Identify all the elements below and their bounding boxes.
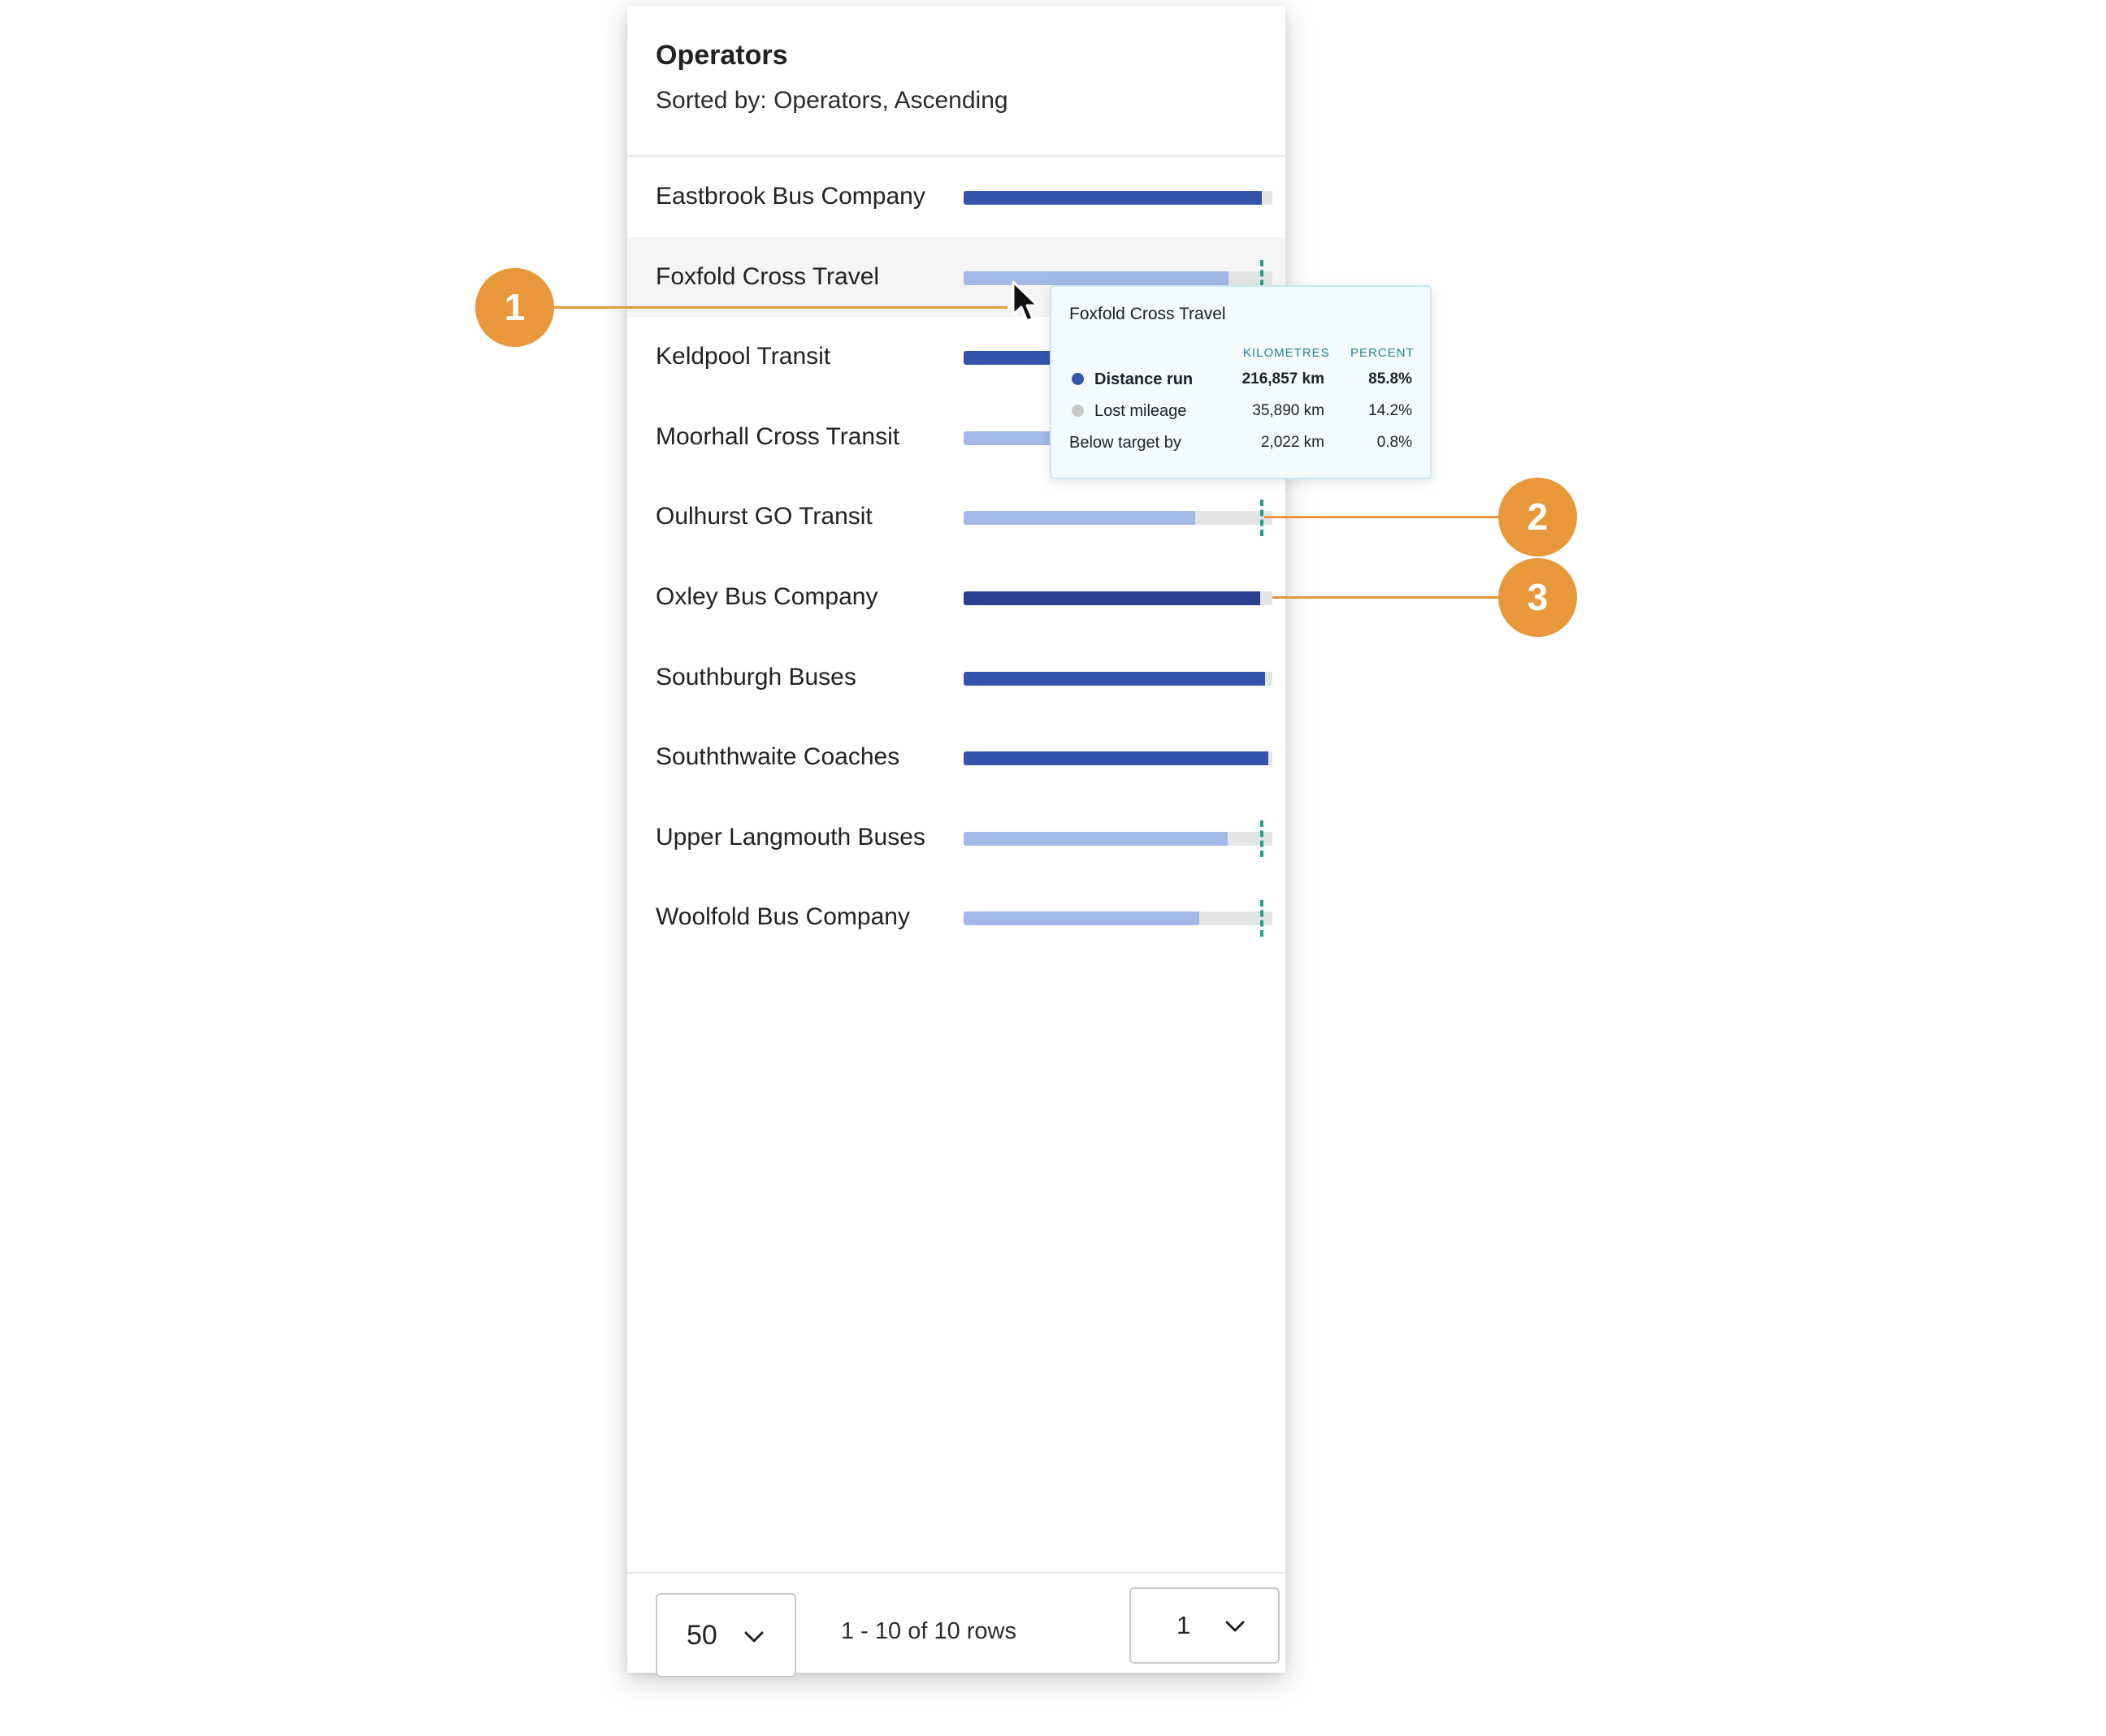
tooltip-title: Foxfold Cross Travel [1069,305,1226,323]
tooltip-pct: 85.8% [1368,370,1412,387]
tooltip-label: Lost mileage [1094,402,1187,420]
distance-bar-fill [964,191,1262,205]
tooltip-pct: 0.8% [1376,434,1412,451]
hover-tooltip: Foxfold Cross Travel KILOMETRES PERCENT … [1050,285,1432,479]
page-size-value: 50 [687,1620,717,1651]
distance-bar-fill [964,672,1265,686]
callout-3-line [1272,596,1500,599]
operator-name: Woolfold Bus Company [656,903,910,930]
operator-row[interactable]: Woolfold Bus Company [627,877,1285,957]
distance-bar-track[interactable] [964,500,1272,536]
tooltip-col-percent: PERCENT [1350,346,1415,360]
distance-bar-fill [964,911,1199,925]
distance-bar-track[interactable] [964,900,1272,937]
operator-row[interactable]: Eastbrook Bus Company [627,157,1285,236]
operator-name: Southburgh Buses [656,664,856,691]
tooltip-col-kilometres: KILOMETRES [1243,346,1330,360]
callout-3-badge: 3 [1498,558,1577,637]
panel-title: Operators [656,40,788,71]
operator-name: Oxley Bus Company [656,583,878,610]
operator-row[interactable]: Oulhurst GO Transit [627,477,1285,556]
distance-bar-track[interactable] [964,260,1272,297]
callout-2-badge: 2 [1498,478,1577,556]
distance-bar-track[interactable] [964,591,1272,605]
operator-row[interactable]: Foxfold Cross Travel [627,237,1285,317]
page-size-select[interactable]: 50 [656,1593,796,1678]
tooltip-label: Distance run [1094,370,1194,388]
distance-bar-fill [964,271,1229,285]
operator-name: Moorhall Cross Transit [656,423,900,450]
distance-dot-icon [1072,373,1084,385]
operator-name: Keldpool Transit [656,343,831,370]
distance-bar-fill [964,591,1260,605]
callout-1-badge: 1 [475,268,554,347]
panel-footer: 50 1 - 10 of 10 rows 1 [627,1572,1285,1678]
tooltip-km: 2,022 km [1260,434,1324,451]
callout-2-line [1264,516,1500,518]
operator-row[interactable]: Upper Langmouth Buses [627,798,1285,877]
page-number-value: 1 [1176,1611,1191,1639]
tooltip-km: 216,857 km [1242,370,1324,387]
operators-panel: Operators Sorted by: Operators, Ascendin… [627,6,1285,1678]
rows-info: 1 - 10 of 10 rows [841,1618,1016,1644]
chevron-down-icon [1225,1621,1245,1632]
tooltip-row-lost-mileage: Lost mileage 35,890 km 14.2% [1051,396,1430,426]
target-marker [1260,500,1264,536]
target-marker [1260,900,1264,937]
operator-row[interactable]: Southburgh Buses [627,638,1285,717]
mouse-cursor-icon [1012,280,1039,323]
target-marker [1260,260,1264,297]
operator-row[interactable]: Souththwaite Coaches [627,717,1285,797]
distance-bar-track[interactable] [964,751,1272,765]
distance-bar-track[interactable] [964,672,1272,686]
operator-row[interactable]: Oxley Bus Company [627,557,1285,637]
page-number-select[interactable]: 1 [1129,1587,1280,1664]
chevron-down-icon [744,1631,764,1643]
target-marker [1260,820,1264,857]
tooltip-row-below-target: Below target by 2,022 km 0.8% [1051,428,1430,457]
tooltip-pct: 14.2% [1368,402,1412,419]
lost-dot-icon [1072,405,1084,417]
operator-name: Souththwaite Coaches [656,743,900,770]
distance-bar-fill [964,832,1228,846]
operator-name: Eastbrook Bus Company [656,183,925,210]
operator-name: Upper Langmouth Buses [656,824,925,851]
callout-1-line [552,306,1008,309]
sort-label[interactable]: Sorted by: Operators, Ascending [656,87,1008,114]
operator-name: Foxfold Cross Travel [656,263,880,290]
distance-bar-track[interactable] [964,820,1272,857]
distance-bar-track[interactable] [964,191,1272,205]
distance-bar-fill [964,751,1269,765]
tooltip-label: Below target by [1069,434,1181,452]
panel-header: Operators Sorted by: Operators, Ascendin… [627,6,1285,157]
tooltip-km: 35,890 km [1252,402,1324,419]
distance-bar-fill [964,511,1195,525]
tooltip-row-distance-run: Distance run 216,857 km 85.8% [1051,365,1430,394]
operator-name: Oulhurst GO Transit [656,503,873,530]
